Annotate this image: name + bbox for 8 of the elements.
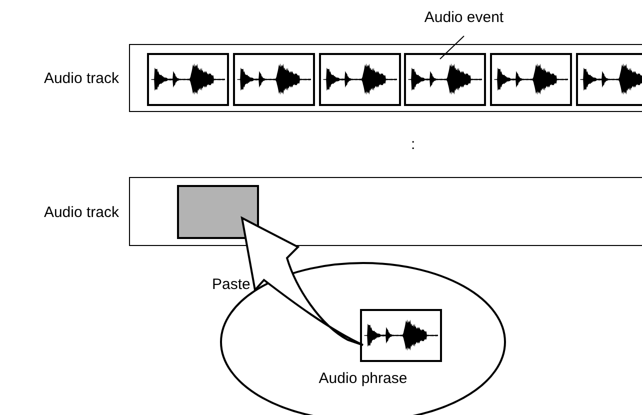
ellipsis-mark: :	[411, 136, 416, 153]
paste-target	[177, 185, 259, 239]
leader-line	[440, 36, 464, 60]
callout-text: Audio event	[400, 9, 528, 29]
curved-block-arrow	[241, 217, 364, 346]
track-label: Audio track	[44, 204, 119, 220]
track-label: Audio track	[44, 70, 119, 87]
phrase-label: Audio phrase	[318, 370, 408, 387]
